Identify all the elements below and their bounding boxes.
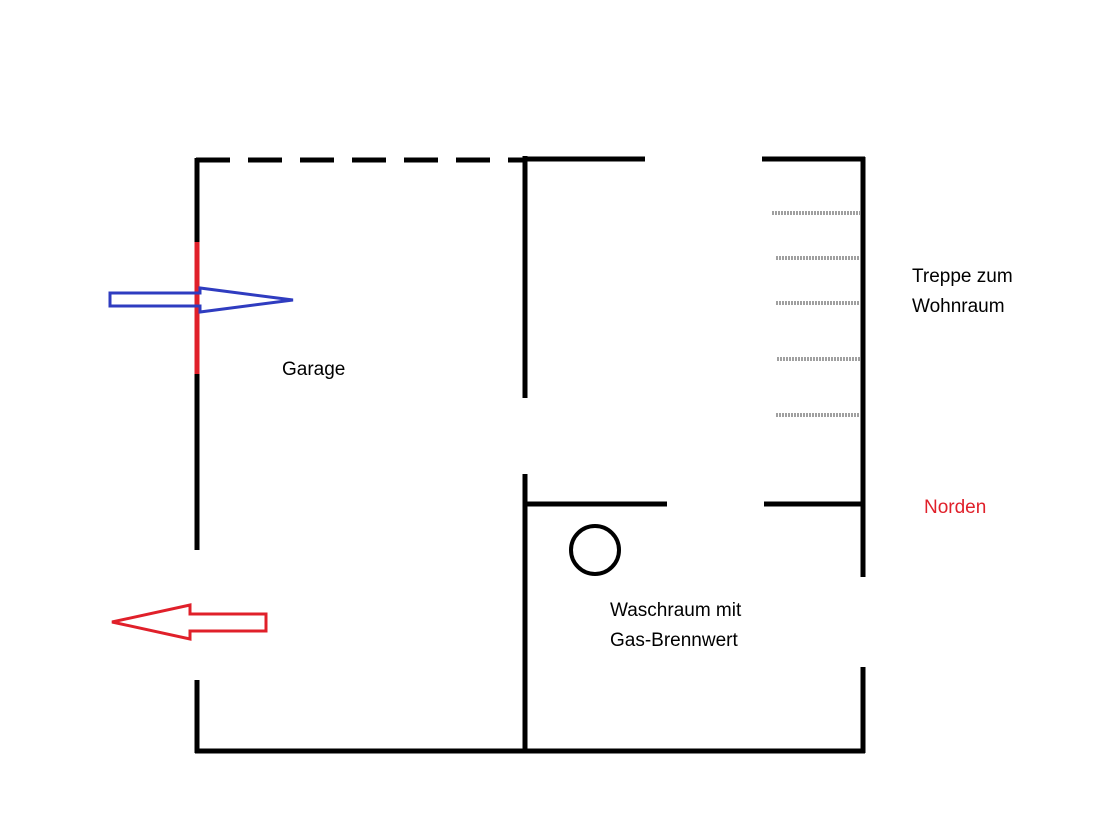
stair-room-walls <box>525 156 866 753</box>
inbound-arrow-icon <box>108 286 294 314</box>
boiler-circle-icon <box>569 524 621 576</box>
stairs-label-line-1: Treppe zum <box>912 266 1013 287</box>
outbound-arrow-icon <box>111 603 268 641</box>
laundry-room-walls <box>525 501 865 754</box>
garage-label: Garage <box>282 359 346 380</box>
stairs-label: Treppe zum Wohnraum <box>912 262 1013 322</box>
stairs-label-line-2: Wohnraum <box>912 296 1005 317</box>
laundry-label-line-1: Waschraum mit <box>610 600 742 621</box>
north-label: Norden <box>924 497 987 518</box>
laundry-label: Waschraum mit Gas-Brennwert <box>610 596 741 656</box>
garage-walls <box>194 157 527 754</box>
stair-steps <box>772 211 860 417</box>
laundry-label-line-2: Gas-Brennwert <box>610 630 738 651</box>
